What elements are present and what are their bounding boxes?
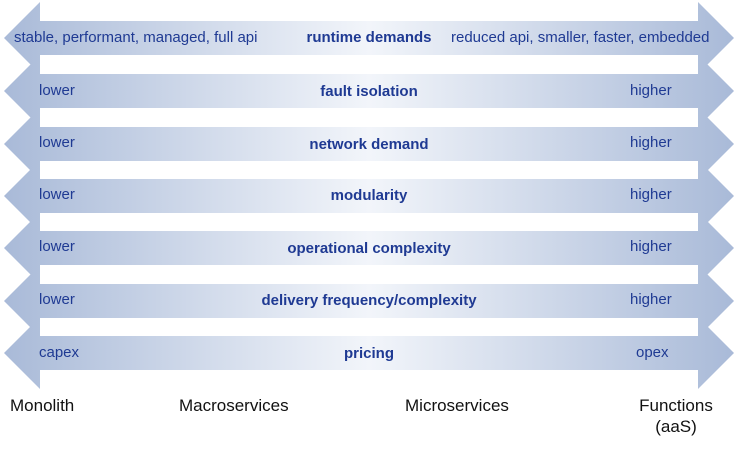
- row-4-left-label: lower: [39, 186, 75, 203]
- double-arrow-row-2: [4, 55, 734, 127]
- row-7-right-label: opex: [636, 344, 669, 361]
- row-7-center-label: pricing: [343, 345, 395, 362]
- row-6-center-label: delivery frequency/complexity: [261, 292, 477, 309]
- row-3-center-label: network demand: [309, 136, 429, 153]
- double-arrow-row-5: [4, 212, 734, 284]
- spectrum-microservices-label: Microservices: [405, 396, 509, 415]
- row-4-right-label: higher: [630, 186, 672, 203]
- row-3-left-label: lower: [39, 134, 75, 151]
- spectrum-functions-label: Functions (aaS): [633, 395, 719, 437]
- row-1-right-label: reduced api, smaller, faster, embedded: [451, 29, 710, 46]
- row-2-right-label: higher: [630, 82, 672, 99]
- double-arrow-row-4: [4, 160, 734, 232]
- double-arrow-row-7: [4, 317, 734, 389]
- row-2-left-label: lower: [39, 82, 75, 99]
- double-arrow-row-3: [4, 108, 734, 180]
- row-1-center-label: runtime demands: [306, 29, 432, 46]
- row-5-right-label: higher: [630, 238, 672, 255]
- double-arrow-row-6: [4, 265, 734, 337]
- spectrum-macroservices-label: Macroservices: [179, 396, 289, 415]
- row-5-center-label: operational complexity: [287, 240, 451, 257]
- spectrum-functions-title: Functions: [639, 396, 713, 415]
- row-6-left-label: lower: [39, 291, 75, 308]
- row-5-left-label: lower: [39, 238, 75, 255]
- row-7-left-label: capex: [39, 344, 80, 361]
- row-4-center-label: modularity: [330, 187, 408, 204]
- double-arrow-row-1: [4, 2, 734, 74]
- spectrum-monolith-label: Monolith: [10, 396, 75, 415]
- row-2-center-label: fault isolation: [320, 83, 418, 100]
- row-3-right-label: higher: [630, 134, 672, 151]
- spectrum-functions-subtitle: (aaS): [655, 417, 697, 436]
- row-6-right-label: higher: [630, 291, 672, 308]
- row-1-left-label: stable, performant, managed, full api: [14, 29, 258, 46]
